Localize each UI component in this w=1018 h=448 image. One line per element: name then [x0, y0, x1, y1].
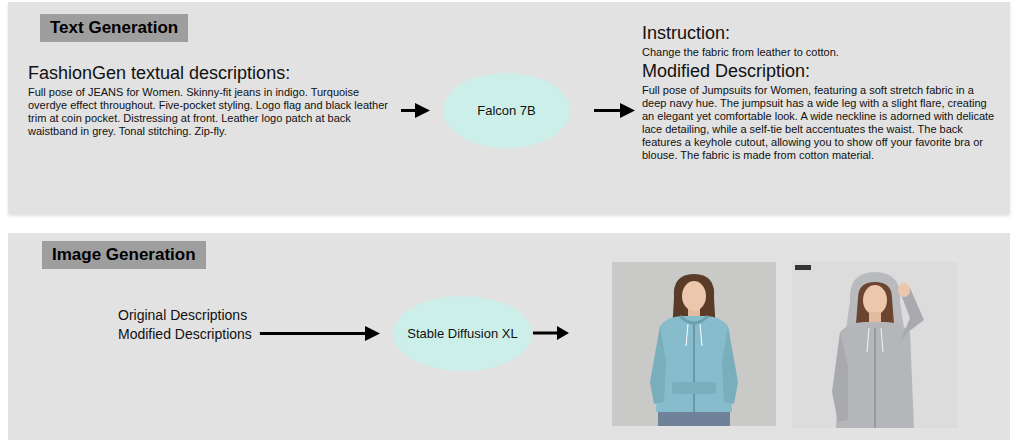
model-oval: Stable Diffusion XL	[393, 296, 532, 371]
output-arrow	[525, 320, 575, 346]
flow-arrow	[594, 109, 632, 112]
block-text: Full pose of JEANS for Women. Skinny-fit…	[28, 86, 393, 138]
panel-header: Text Generation	[40, 14, 188, 42]
block-heading: Instruction:	[642, 22, 1000, 44]
block-text: Full pose of Jumpsuits for Women, featur…	[642, 84, 1000, 162]
model-name: Stable Diffusion XL	[407, 326, 517, 342]
generated-photo	[612, 262, 776, 426]
block-text: Change the fabric from leather to cotton…	[642, 46, 1000, 59]
flow-arrow	[260, 332, 377, 335]
text-block: Instruction: Change the fabric from leath…	[642, 22, 1000, 162]
block-heading: FashionGen textual descriptions:	[28, 62, 393, 84]
block-heading: Modified Description:	[642, 60, 1000, 82]
block-text: Original Descriptions	[118, 306, 252, 325]
text-block: Original DescriptionsModified Descriptio…	[118, 306, 252, 344]
panel-band: Image GenerationOriginal DescriptionsMod…	[8, 233, 1010, 440]
block-text: Modified Descriptions	[118, 325, 252, 344]
model-oval: Falcon 7B	[443, 73, 570, 148]
flow-arrow	[401, 109, 427, 112]
text-block: FashionGen textual descriptions:Full pos…	[28, 62, 393, 138]
panel-header: Image Generation	[42, 241, 206, 269]
model-name: Falcon 7B	[477, 103, 536, 119]
generated-photo	[792, 262, 958, 428]
panel-band: Text GenerationFashionGen textual descri…	[8, 2, 1010, 213]
